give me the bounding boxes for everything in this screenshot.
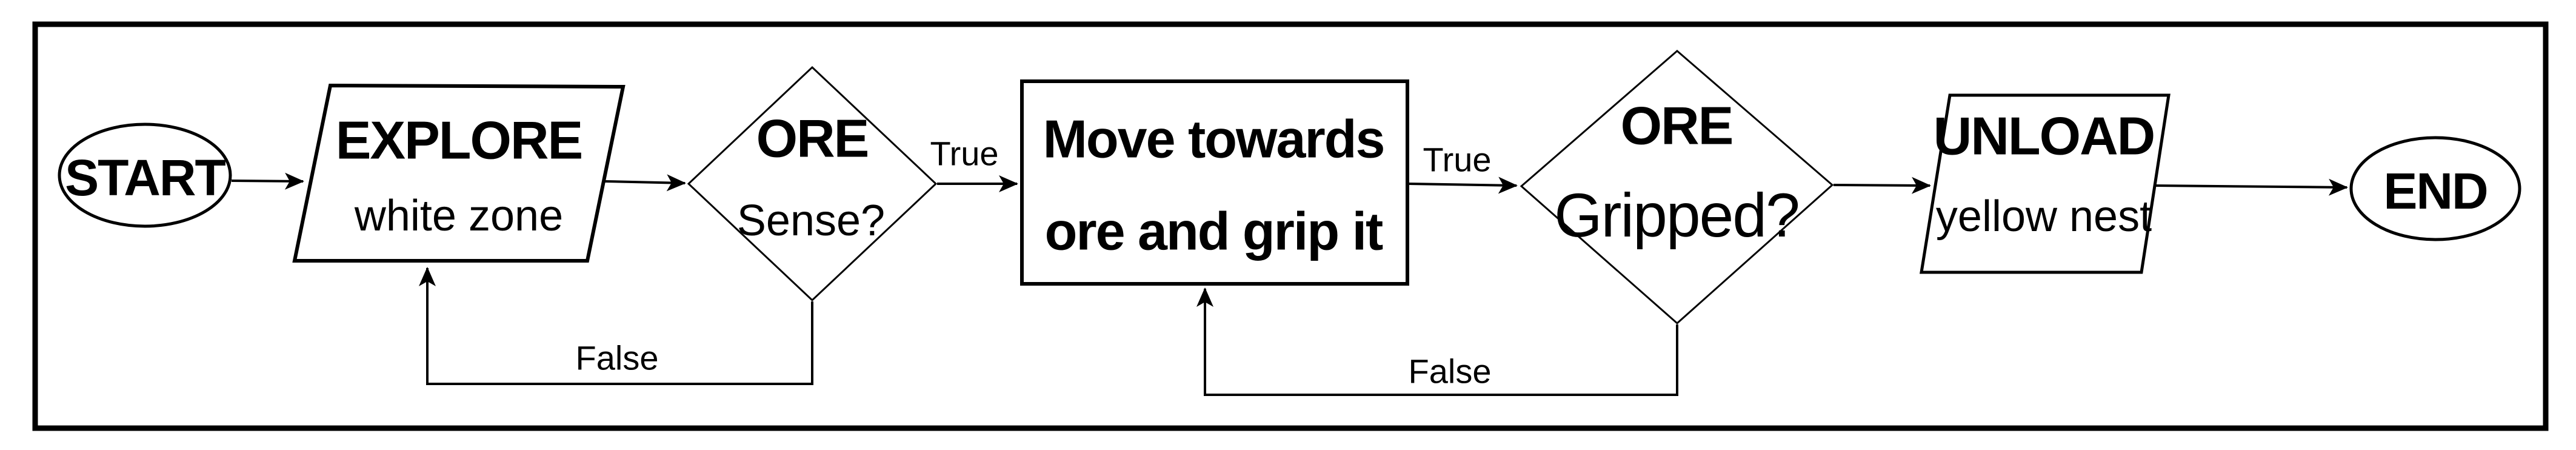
move-grip-line1: Move towards	[1043, 109, 1384, 169]
sense-false-label: False	[576, 339, 659, 377]
start-label: START	[65, 149, 225, 206]
edge-move-to-ore-gripped	[1408, 176, 1518, 194]
edge-ore-gripped-false-loop	[1196, 287, 1678, 396]
ore-gripped-subtitle: Gripped?	[1554, 181, 1799, 250]
unload-subtitle: yellow nest	[1936, 192, 2152, 241]
ore-sense-subtitle: Sense?	[737, 196, 885, 245]
move-grip-line2: ore and grip it	[1045, 201, 1383, 261]
diagram-border	[32, 21, 2549, 431]
start-ellipse	[58, 123, 232, 228]
explore-subtitle: white zone	[354, 192, 563, 240]
move-grip-node: Move towards ore and grip it	[1020, 79, 1409, 286]
ore-gripped-decision: ORE Gripped?	[1520, 50, 1834, 325]
edge-ore-gripped-to-unload	[1833, 176, 1931, 194]
edge-unload-to-end	[2155, 178, 2348, 196]
edge-ore-sense-false-loop	[419, 267, 813, 385]
explore-title: EXPLORE	[336, 110, 582, 170]
edge-labels: True True False False	[576, 135, 1492, 391]
explore-node: EXPLORE white zone	[292, 83, 626, 263]
gripped-true-label: True	[1423, 141, 1491, 179]
ore-sense-decision: ORE Sense?	[687, 65, 938, 302]
move-grip-rect	[1020, 79, 1409, 286]
edge-explore-to-ore-sense	[604, 174, 686, 192]
gripped-false-label: False	[1409, 352, 1492, 391]
unload-node: UNLOAD yellow nest	[1920, 93, 2171, 274]
connectors	[231, 172, 2348, 396]
unload-title: UNLOAD	[1934, 106, 2154, 166]
unload-parallelogram	[1920, 93, 2171, 274]
start-node: START	[58, 123, 232, 228]
end-ellipse	[2349, 136, 2521, 241]
end-node: END	[2349, 136, 2521, 241]
ore-sense-diamond	[687, 65, 938, 302]
end-label: END	[2383, 163, 2487, 220]
ore-gripped-diamond	[1520, 50, 1834, 325]
ore-gripped-title: ORE	[1621, 96, 1733, 156]
sense-true-label: True	[930, 135, 998, 173]
ore-sense-title: ORE	[756, 109, 869, 169]
explore-parallelogram	[292, 83, 626, 263]
